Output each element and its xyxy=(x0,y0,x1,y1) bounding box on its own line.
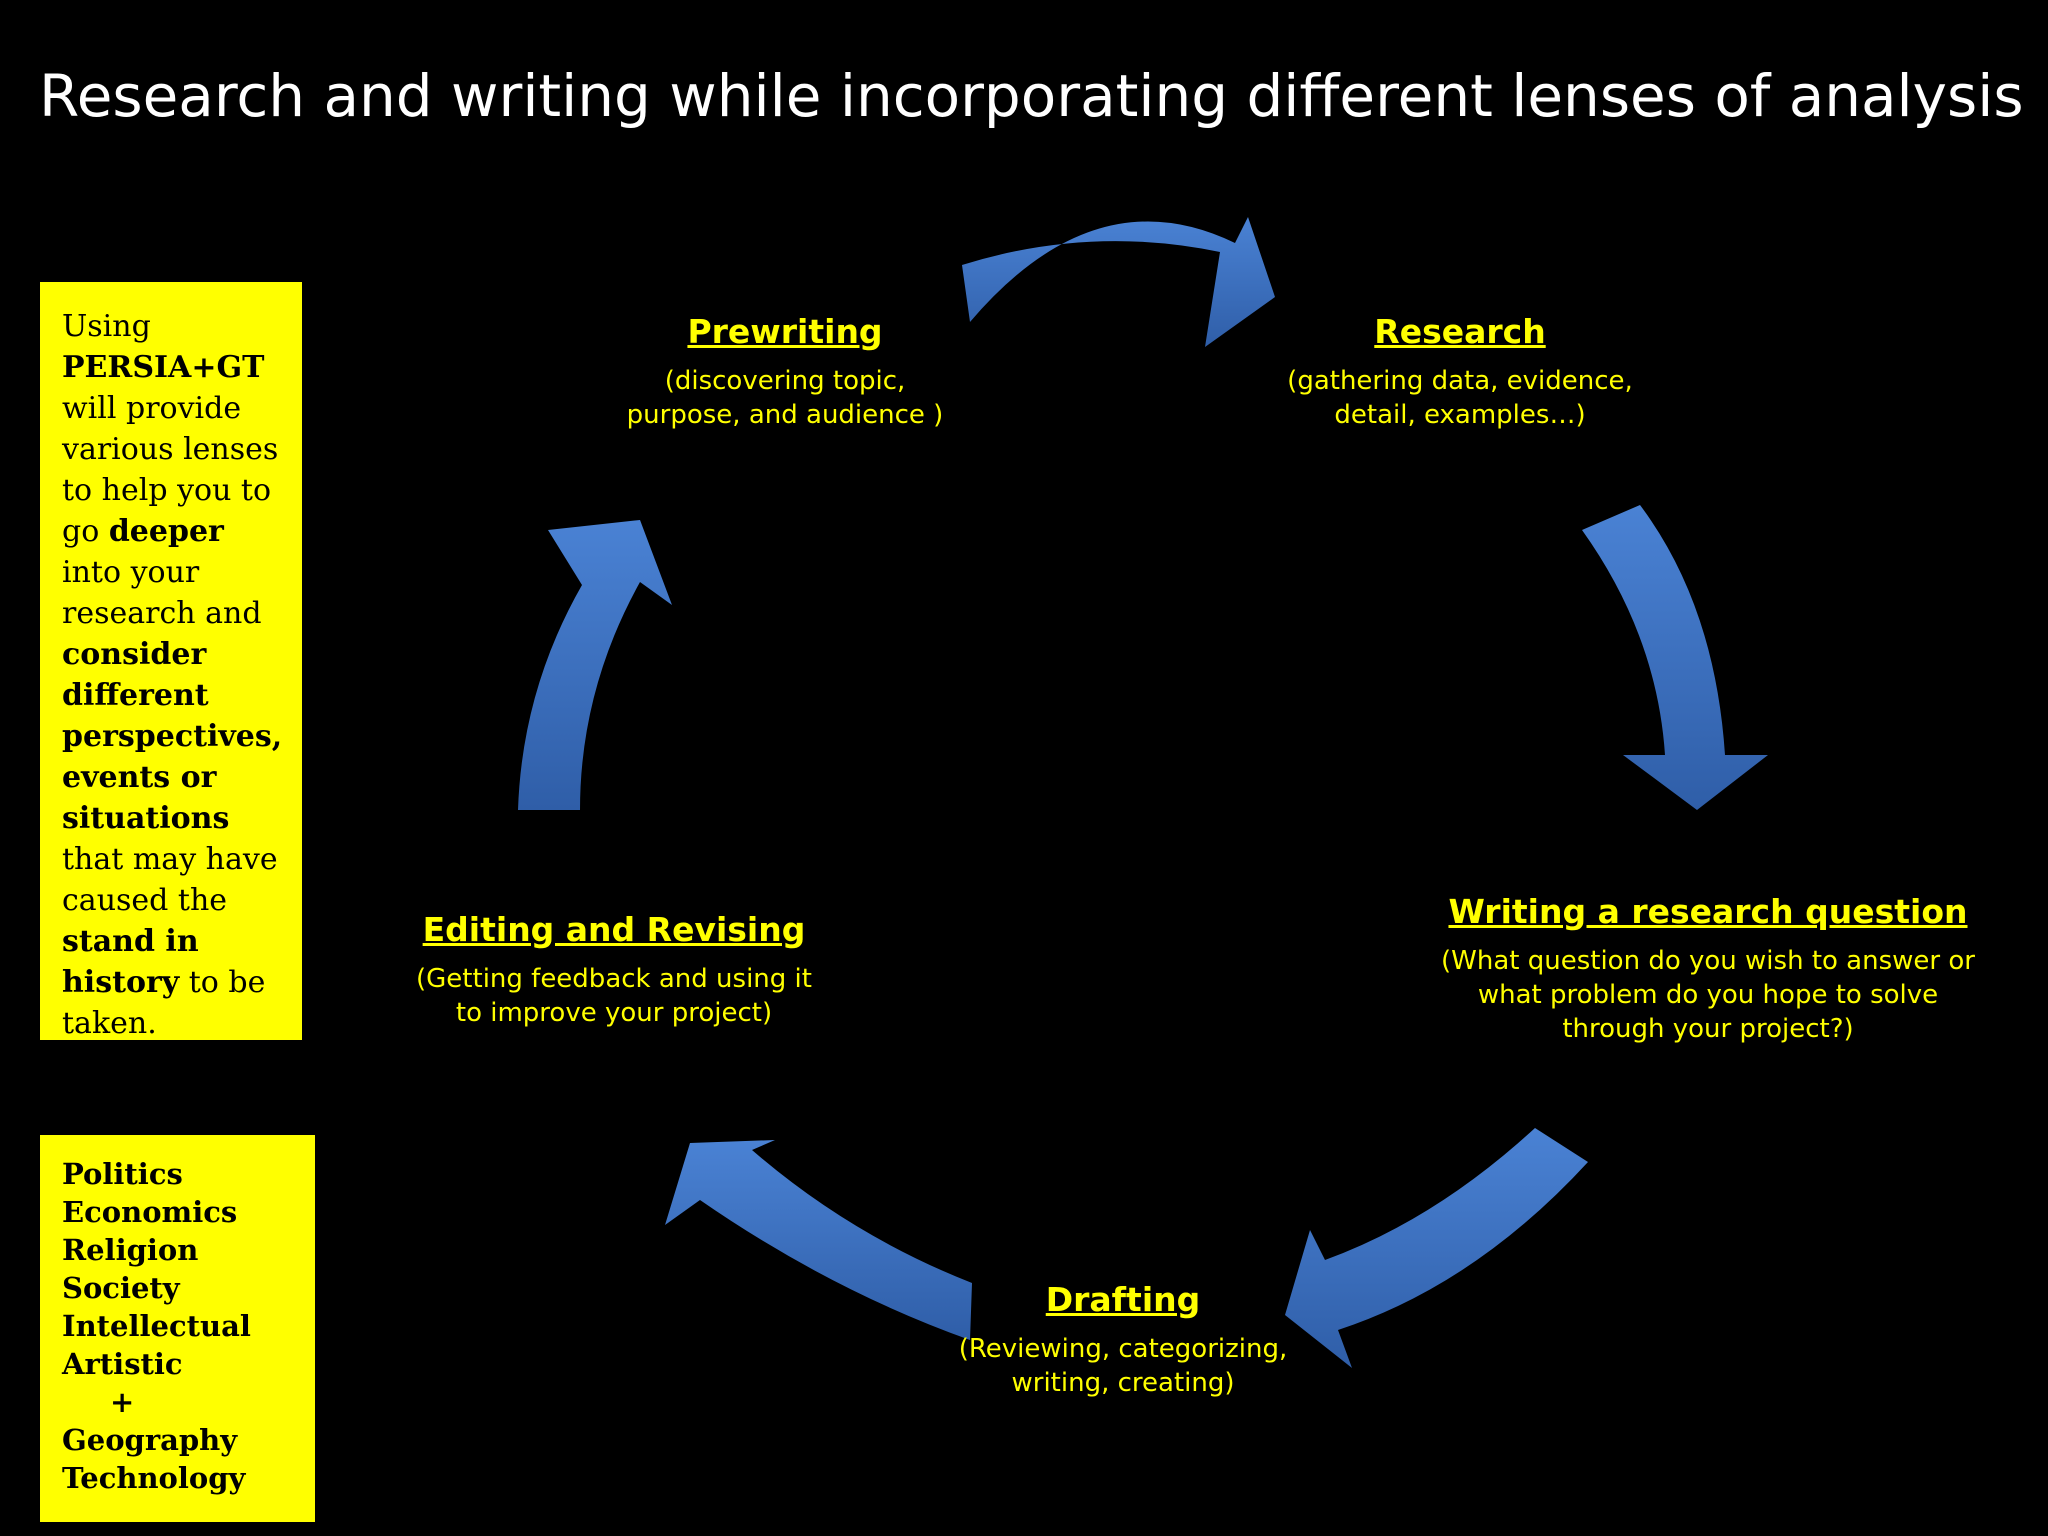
stage-title: Editing and Revising xyxy=(422,910,806,949)
lens-item: Religion xyxy=(62,1233,199,1267)
info-text-bold: stand in history xyxy=(62,924,199,1000)
stage-title: Prewriting xyxy=(687,312,883,351)
stage-research-question: Writing a research question (What questi… xyxy=(1398,892,2018,1046)
lens-item: Geography xyxy=(62,1423,238,1457)
info-text-bold: deeper xyxy=(108,514,224,549)
lens-item: Artistic xyxy=(62,1347,183,1381)
arrow-drafting-to-editing xyxy=(665,1140,972,1340)
info-text: to be taken. xyxy=(62,965,266,1041)
info-text: into your research and xyxy=(62,555,262,631)
stage-research: Research (gathering data, evidence, deta… xyxy=(1260,312,1660,432)
arrow-question-to-drafting xyxy=(1285,1128,1588,1368)
stage-editing-revising: Editing and Revising (Getting feedback a… xyxy=(394,910,834,1030)
stage-title: Research xyxy=(1374,312,1546,351)
lens-item: Economics xyxy=(62,1195,238,1229)
lens-item: Politics xyxy=(62,1157,183,1191)
stage-description: (What question do you wish to answer or … xyxy=(1441,946,1975,1044)
info-text-bold: consider different perspectives, events … xyxy=(62,637,283,836)
slide-title: Research and writing while incorporating… xyxy=(39,62,2024,130)
lens-item: Intellectual xyxy=(62,1309,251,1343)
stage-description: (gathering data, evidence, detail, examp… xyxy=(1287,366,1633,430)
info-text: that may have caused the xyxy=(62,842,278,918)
info-text: will provide various lenses to help you … xyxy=(62,391,279,549)
stage-description: (Getting feedback and using it to improv… xyxy=(416,964,812,1028)
stage-title: Writing a research question xyxy=(1448,892,1968,931)
lens-plus-sign: + xyxy=(110,1385,135,1419)
info-text: Using xyxy=(62,309,151,344)
stage-title: Drafting xyxy=(1045,1280,1201,1319)
info-text-bold: PERSIA+GT xyxy=(62,350,265,385)
lenses-list-box: Politics Economics Religion Society Inte… xyxy=(40,1135,315,1522)
lens-item: Technology xyxy=(62,1461,246,1495)
stage-drafting: Drafting (Reviewing, categorizing, writi… xyxy=(923,1280,1323,1400)
arrow-research-to-question xyxy=(1582,505,1768,810)
stage-description: (discovering topic, purpose, and audienc… xyxy=(626,366,944,430)
arrow-prewriting-to-research xyxy=(962,217,1275,347)
persia-gt-info-box: Using PERSIA+GT will provide various len… xyxy=(40,282,302,1041)
arrow-editing-to-prewriting xyxy=(518,520,672,810)
stage-prewriting: Prewriting (discovering topic, purpose, … xyxy=(585,312,985,432)
lens-item: Society xyxy=(62,1271,180,1305)
stage-description: (Reviewing, categorizing, writing, creat… xyxy=(958,1334,1288,1398)
